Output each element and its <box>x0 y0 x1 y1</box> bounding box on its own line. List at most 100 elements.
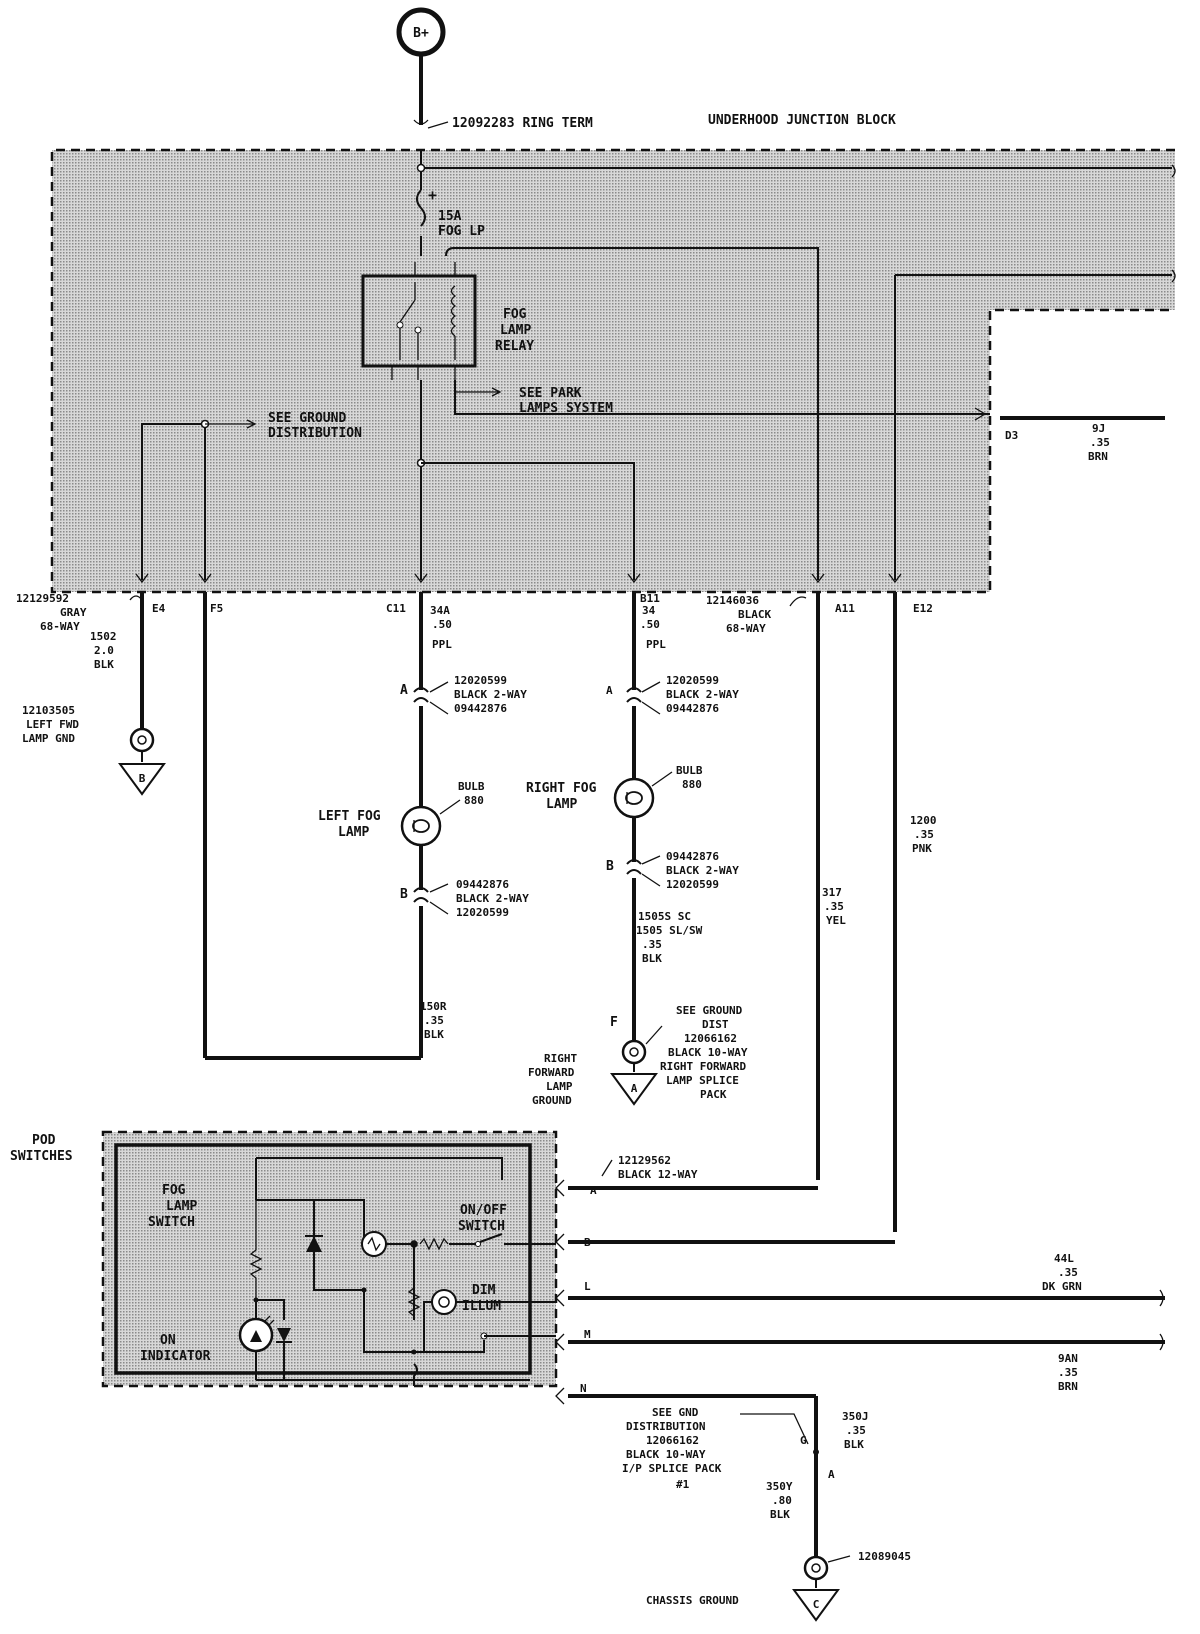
fog-lamp-relay <box>361 262 477 380</box>
right-fog-lamp-bulb <box>613 777 655 819</box>
left-conn-a-pin: A <box>400 683 408 698</box>
wire-l-1: 44L <box>1054 1252 1074 1265</box>
w317-1: 317 <box>822 886 842 899</box>
wire-m-3: BRN <box>1058 1380 1078 1393</box>
fuse-15a <box>416 189 426 256</box>
left-conn-a-1: 12020599 <box>454 674 507 687</box>
left-fwd-lamp-ground: B <box>118 727 166 796</box>
left-conn-b-3: 12020599 <box>456 906 509 919</box>
indicator-2: INDICATOR <box>140 1349 211 1364</box>
chassis-label: CHASSIS GROUND <box>646 1594 739 1607</box>
w1200-2: .35 <box>914 828 934 841</box>
pod-pin-a: A <box>590 1184 597 1197</box>
wire-m-1: 9AN <box>1058 1352 1078 1365</box>
right-bulb-2: 880 <box>682 778 702 791</box>
right-ground-pin: F <box>610 1015 618 1030</box>
splice-3: 12066162 <box>646 1434 699 1447</box>
d3-wire-2: .35 <box>1090 436 1110 449</box>
fuse-name: FOG LP <box>438 224 485 239</box>
left-fog-lamp-bulb <box>400 805 442 847</box>
right-wire-bottom-3: .35 <box>642 938 662 951</box>
right-gnd-symbol: A <box>631 1082 638 1095</box>
rgnd-label-1: RIGHT <box>544 1052 577 1065</box>
right-conn-2: BLACK <box>738 608 771 621</box>
left-wire-bottom-3: BLK <box>424 1028 444 1041</box>
right-lamp-label-2: LAMP <box>546 797 577 812</box>
right-conn-b-2: BLACK 2-WAY <box>666 864 739 877</box>
w350j-1: 350J <box>842 1410 869 1423</box>
left-conn-2: GRAY <box>60 606 87 619</box>
d3-wire-3: BRN <box>1088 450 1108 463</box>
left-conn-b-2: BLACK 2-WAY <box>456 892 529 905</box>
left-conn-b-1: 09442876 <box>456 878 509 891</box>
rgnd-label-4: GROUND <box>532 1094 572 1107</box>
dim-2: ILLUM <box>462 1299 501 1314</box>
pod-title-1: POD <box>32 1133 56 1148</box>
rgnd-label-2: FORWARD <box>528 1066 575 1079</box>
right-lamp-label-1: RIGHT FOG <box>526 781 597 796</box>
pin-f5: F5 <box>210 602 223 615</box>
chassis-part: 12089045 <box>858 1550 911 1563</box>
right-wire-top-3: PPL <box>646 638 666 651</box>
right-conn-b-pin: B <box>606 859 614 874</box>
right-wire-top-2: .50 <box>640 618 660 631</box>
right-conn-a-pin: A <box>606 684 613 697</box>
left-conn-1: 12129592 <box>16 592 69 605</box>
see-ground-2: DISTRIBUTION <box>268 426 362 441</box>
switch-label-1: FOG <box>162 1183 186 1198</box>
rgnd-dist-6: LAMP SPLICE <box>666 1074 739 1087</box>
chassis-pin-a: A <box>828 1468 835 1481</box>
right-bulb-1: BULB <box>676 764 703 777</box>
relay-label-3: RELAY <box>495 339 534 354</box>
right-conn-a-3: 09442876 <box>666 702 719 715</box>
right-wire-bottom-2: 1505 SL/SW <box>636 924 703 937</box>
right-conn-a-2: BLACK 2-WAY <box>666 688 739 701</box>
indicator-1: ON <box>160 1333 176 1348</box>
left-wire-top-1: 34A <box>430 604 450 617</box>
right-wire-bottom-4: BLK <box>642 952 662 965</box>
right-conn-b-1: 09442876 <box>666 850 719 863</box>
chassis-ground-symbol: C <box>792 1555 840 1622</box>
rgnd-dist-7: PACK <box>700 1088 727 1101</box>
see-ground-1: SEE GROUND <box>268 411 346 426</box>
splice-2: DISTRIBUTION <box>626 1420 705 1433</box>
fog-lamp-switch-circuit <box>238 1157 556 1386</box>
pin-c11: C11 <box>386 602 406 615</box>
left-bulb-2: 880 <box>464 794 484 807</box>
right-wire-top-1: 34 <box>642 604 656 617</box>
fuse-rating: 15A <box>438 209 462 224</box>
battery-terminal: B+ <box>396 7 446 57</box>
pod-switches-block <box>101 1130 558 1388</box>
rgnd-dist-2: DIST <box>702 1018 729 1031</box>
splice-6: #1 <box>676 1478 690 1491</box>
left-conn-b-pin: B <box>400 887 408 902</box>
battery-label: B+ <box>413 26 429 41</box>
rgnd-label-3: LAMP <box>546 1080 573 1093</box>
chassis-symbol: C <box>813 1598 820 1611</box>
w350y-1: 350Y <box>766 1480 793 1493</box>
w350j-3: BLK <box>844 1438 864 1451</box>
dim-1: DIM <box>472 1283 496 1298</box>
w317-3: YEL <box>826 914 846 927</box>
left-wire-top-3: PPL <box>432 638 452 651</box>
splice-1: SEE GND <box>652 1406 699 1419</box>
ring-term-label: 12092283 RING TERM <box>452 116 593 131</box>
right-conn-3: 68-WAY <box>726 622 766 635</box>
wire-m-2: .35 <box>1058 1366 1078 1379</box>
left-wire-top-2: .50 <box>432 618 452 631</box>
left-gnd-label-2: LEFT FWD <box>26 718 79 731</box>
left-gnd-label-3: LAMP GND <box>22 732 75 745</box>
junction-block-title: UNDERHOOD JUNCTION BLOCK <box>708 113 896 128</box>
right-wire-bottom-1: 1505S SC <box>638 910 691 923</box>
onoff-1: ON/OFF <box>460 1203 507 1218</box>
underhood-junction-block <box>50 148 1176 594</box>
switch-label-2: LAMP <box>166 1199 197 1214</box>
left-conn-3: 68-WAY <box>40 620 80 633</box>
w317-2: .35 <box>824 900 844 913</box>
left-lamp-label-2: LAMP <box>338 825 369 840</box>
splice-5: I/P SPLICE PACK <box>622 1462 722 1475</box>
w350j-2: .35 <box>846 1424 866 1437</box>
left-wire-bottom-1: 150R <box>420 1000 447 1013</box>
left-gnd-symbol: B <box>139 772 146 785</box>
